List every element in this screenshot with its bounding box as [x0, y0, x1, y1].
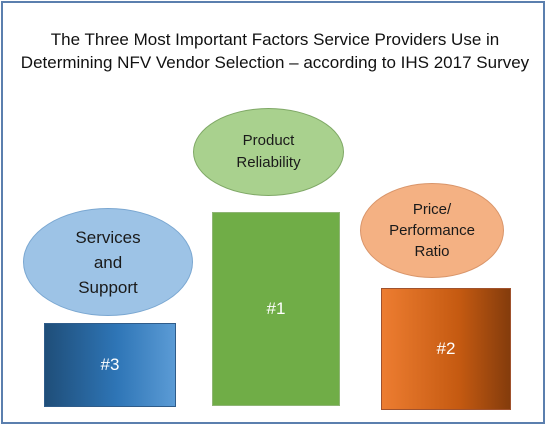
rank-1-block: #1 [212, 212, 340, 406]
diagram-frame: The Three Most Important Factors Service… [1, 1, 545, 424]
services-label-line: and [93, 252, 123, 272]
title-line-1: The Three Most Important Factors Service… [50, 30, 500, 49]
rank-3-label: #3 [100, 355, 120, 374]
price-label-line: Performance [389, 222, 475, 239]
services-label-line: Services [75, 227, 141, 247]
price-label-line: Ratio [414, 243, 450, 260]
rank-1-label: #1 [266, 299, 286, 318]
price-label-line: Price/ [412, 201, 452, 218]
rank-2-block: #2 [381, 288, 511, 410]
product-reliability-ellipse: Product Reliability [193, 108, 344, 196]
product-label-line: Product [242, 132, 295, 149]
product-label-line: Reliability [236, 154, 301, 171]
title-line-2: Determining NFV Vendor Selection – accor… [20, 53, 530, 72]
rank-3-block: #3 [44, 323, 176, 407]
rank-2-label: #2 [436, 339, 456, 358]
diagram-title: The Three Most Important Factors Service… [3, 28, 547, 74]
price-performance-ellipse: Price/ Performance Ratio [360, 183, 504, 278]
services-support-ellipse: Services and Support [23, 208, 193, 316]
services-label-line: Support [78, 277, 138, 297]
